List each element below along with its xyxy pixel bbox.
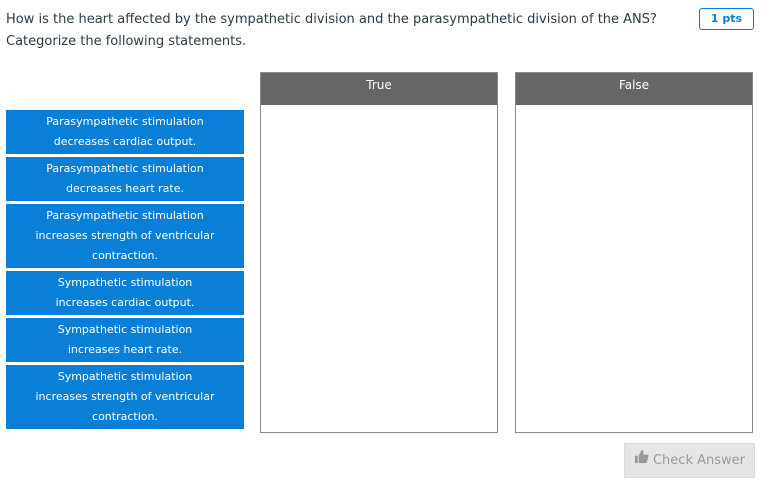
card-text-line: increases strength of ventricular bbox=[35, 229, 215, 242]
false-drop-zone[interactable] bbox=[516, 105, 752, 432]
card-text-line: Sympathetic stimulation bbox=[57, 370, 193, 383]
card-text-line: increases heart rate. bbox=[67, 343, 183, 356]
statement-card[interactable]: Sympathetic stimulation increases cardia… bbox=[6, 271, 244, 315]
check-answer-button[interactable]: Check Answer bbox=[624, 443, 755, 478]
card-text-line: increases strength of ventricular bbox=[35, 390, 215, 403]
card-text-line: decreases heart rate. bbox=[66, 182, 184, 195]
card-text-line: Sympathetic stimulation bbox=[57, 323, 193, 336]
true-drop-zone[interactable] bbox=[261, 105, 497, 432]
card-text-line: Parasympathetic stimulation bbox=[46, 115, 204, 128]
card-text-line: Parasympathetic stimulation bbox=[46, 162, 204, 175]
question-text: How is the heart affected by the sympath… bbox=[6, 12, 657, 27]
statement-card[interactable]: Sympathetic stimulation increases streng… bbox=[6, 365, 244, 429]
card-text-line: decreases cardiac output. bbox=[53, 135, 197, 148]
card-text-line: Parasympathetic stimulation bbox=[46, 209, 204, 222]
points-badge: 1 pts bbox=[699, 8, 754, 30]
true-bucket[interactable]: True bbox=[260, 72, 498, 433]
thumbs-up-icon bbox=[634, 444, 649, 477]
statement-card[interactable]: Parasympathetic stimulation decreases ca… bbox=[6, 110, 244, 154]
card-text-line: Sympathetic stimulation bbox=[57, 276, 193, 289]
statement-card[interactable]: Parasympathetic stimulation increases st… bbox=[6, 204, 244, 268]
card-text-line: contraction. bbox=[92, 249, 158, 262]
false-bucket-header: False bbox=[516, 73, 752, 105]
statement-card[interactable]: Parasympathetic stimulation decreases he… bbox=[6, 157, 244, 201]
card-text-line: increases cardiac output. bbox=[55, 296, 195, 309]
true-bucket-header: True bbox=[261, 73, 497, 105]
false-bucket[interactable]: False bbox=[515, 72, 753, 433]
statement-card-list: Parasympathetic stimulation decreases ca… bbox=[6, 110, 244, 432]
question-instruction: Categorize the following statements. bbox=[6, 34, 247, 49]
question-prompt: How is the heart affected by the sympath… bbox=[6, 9, 686, 53]
check-answer-label: Check Answer bbox=[652, 453, 745, 468]
statement-card[interactable]: Sympathetic stimulation increases heart … bbox=[6, 318, 244, 362]
card-text-line: contraction. bbox=[92, 410, 158, 423]
